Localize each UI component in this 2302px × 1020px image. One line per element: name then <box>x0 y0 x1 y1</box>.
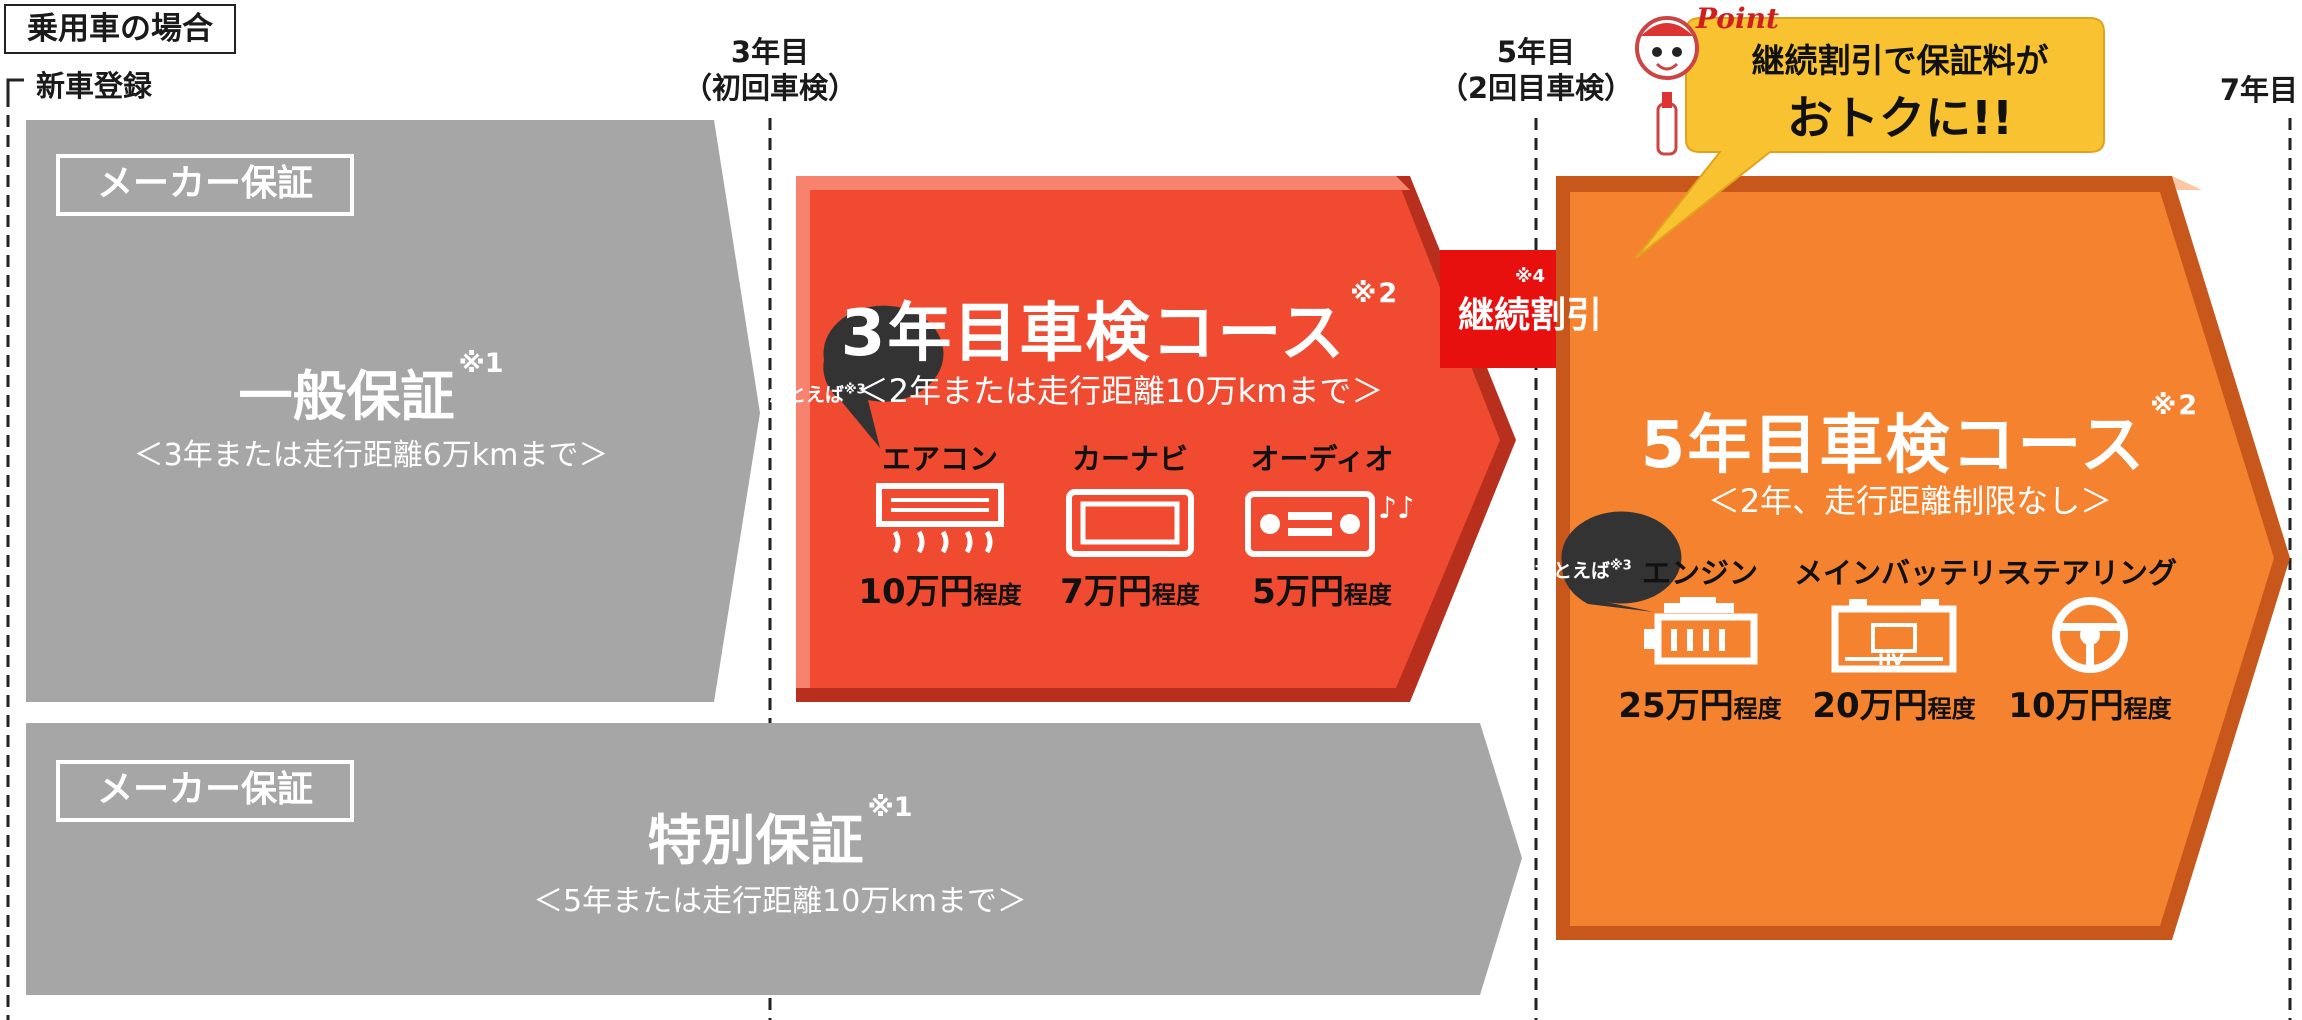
course5-example-text: たとえば <box>1534 560 1611 582</box>
general-warranty-arrow <box>26 120 760 702</box>
point-mascot-icon <box>1635 16 1699 156</box>
timeline-5y-line2: （2回目車検） <box>1438 71 1634 105</box>
course3-example-text: たとえば <box>768 384 845 406</box>
course3-item-price: 7万円程度 <box>1030 564 1230 613</box>
timeline-5y-line1: 5年目 <box>1496 35 1576 69</box>
course5-sub: ＜2年、走行距離制限なし＞ <box>1707 482 2113 520</box>
course5-item-engine: エンジン 25万円程度 <box>1600 550 1800 727</box>
general-warranty-title-text: 一般保証 <box>238 365 455 428</box>
audio-icon: ♪♪ <box>1222 478 1422 564</box>
course5-item-name: メインバッテリー <box>1794 556 2027 590</box>
timeline-start-label: 新車登録 <box>36 69 153 103</box>
timeline-start-tick <box>6 78 24 95</box>
course5-item-name: ステアリング <box>2002 556 2177 590</box>
engine-icon <box>1600 592 1800 678</box>
timeline-3y-line1: 3年目 <box>730 35 810 69</box>
general-warranty-sub: ＜3年または走行距離6万kmまで＞ <box>133 438 609 473</box>
course3-item-price-value: 7万円 <box>1060 572 1152 612</box>
course5-item-steering: ステアリング 10万円程度 <box>1990 550 2190 727</box>
course3-title-note: ※2 <box>1350 278 1400 309</box>
course5-example-note: ※3 <box>1610 558 1632 574</box>
timeline-3y-line2: （初回車検） <box>682 71 857 105</box>
course5-item-price-unit: 程度 <box>1733 695 1782 723</box>
course3-example-bubble <box>823 305 944 448</box>
special-warranty-title: 特別保証※1 <box>330 792 1230 875</box>
point-line1: 継続割引で保証料が <box>1751 41 2049 80</box>
course3-item-aircon: エアコン 10万円程度 <box>840 436 1040 613</box>
course3-item-price: 5万円程度 <box>1222 564 1422 613</box>
course5-example-label: たとえば※3 <box>1534 556 1632 583</box>
steering-wheel-icon <box>1990 592 2190 678</box>
course5-item-price-unit: 程度 <box>1927 695 1976 723</box>
air-conditioner-icon <box>840 478 1040 564</box>
course3-item-audio: オーディオ ♪♪ 5万円程度 <box>1222 436 1422 613</box>
course5-item-price-unit: 程度 <box>2123 695 2172 723</box>
course3-item-price: 10万円程度 <box>840 564 1040 613</box>
course3-item-name: カーナビ <box>1071 442 1188 476</box>
course3-title: 3年目車検コース※2 <box>810 278 1430 374</box>
course5-item-price: 10万円程度 <box>1990 678 2190 727</box>
special-warranty-sub: ＜5年または走行距離10万kmまで＞ <box>533 884 1027 919</box>
course5-item-price-value: 10万円 <box>2008 686 2124 726</box>
point-line2: おトクに!! <box>1787 91 2013 145</box>
battery-hv-label: HV <box>1878 650 1904 669</box>
course3-title-text: 3年目車検コース <box>840 297 1347 371</box>
course3-example-label: たとえば※3 <box>768 380 866 407</box>
general-maker-warranty-badge: メーカー保証 <box>56 154 354 216</box>
course3-item-price-unit: 程度 <box>1343 581 1392 609</box>
course3-item-price-unit: 程度 <box>973 581 1022 609</box>
course5-item-price: 20万円程度 <box>1794 678 1994 727</box>
course5-item-price-value: 20万円 <box>1812 686 1928 726</box>
course3-item-name: エアコン <box>881 442 998 476</box>
course3-arrow <box>796 176 1500 688</box>
special-warranty-arrow <box>26 723 1522 995</box>
course3-sub: ＜2年または走行距離10万kmまで＞ <box>856 372 1384 410</box>
point-badge: Point <box>1696 2 1779 35</box>
course5-arrow <box>1570 192 2274 926</box>
special-warranty-note: ※1 <box>867 792 913 823</box>
course3-item-price-value: 5万円 <box>1252 572 1344 612</box>
general-warranty-note: ※1 <box>458 348 504 379</box>
discount-text: 継続割引 <box>1457 295 1602 336</box>
course5-item-price-value: 25万円 <box>1618 686 1734 726</box>
course3-item-navi: カーナビ 7万円程度 <box>1030 436 1230 613</box>
course5-title-note: ※2 <box>2150 390 2200 421</box>
special-maker-warranty-badge: メーカー保証 <box>56 760 354 822</box>
discount-label: ※4 継続割引 <box>1450 268 1610 338</box>
course3-item-name: オーディオ <box>1250 442 1394 476</box>
course5-item-battery: メインバッテリー HV 20万円程度 <box>1794 550 2027 727</box>
course5-title-text: 5年目車検コース <box>1640 409 2147 483</box>
discount-note: ※4 <box>1514 266 1546 287</box>
timeline-7y-label: 7年目 <box>2219 73 2298 107</box>
course5-item-name: エンジン <box>1641 556 1758 590</box>
general-warranty-title: 一般保証※1 <box>26 348 716 431</box>
timeline-5y-label: 5年目 （2回目車検） <box>1424 34 1648 106</box>
case-label: 乗用車の場合 <box>4 4 236 54</box>
car-navigation-icon <box>1030 478 1230 564</box>
course5-example-bubble <box>1561 511 1682 612</box>
course3-item-price-value: 10万円 <box>858 572 974 612</box>
svg-text:♪♪: ♪♪ <box>1378 491 1412 526</box>
battery-icon <box>1794 592 1994 678</box>
course3-item-price-unit: 程度 <box>1151 581 1200 609</box>
course3-example-note: ※3 <box>844 382 866 398</box>
course5-item-price: 25万円程度 <box>1600 678 1800 727</box>
course5-title: 5年目車検コース※2 <box>1620 390 2220 486</box>
special-warranty-title-text: 特別保証 <box>647 809 864 872</box>
timeline-3y-label: 3年目 （初回車検） <box>670 34 870 106</box>
